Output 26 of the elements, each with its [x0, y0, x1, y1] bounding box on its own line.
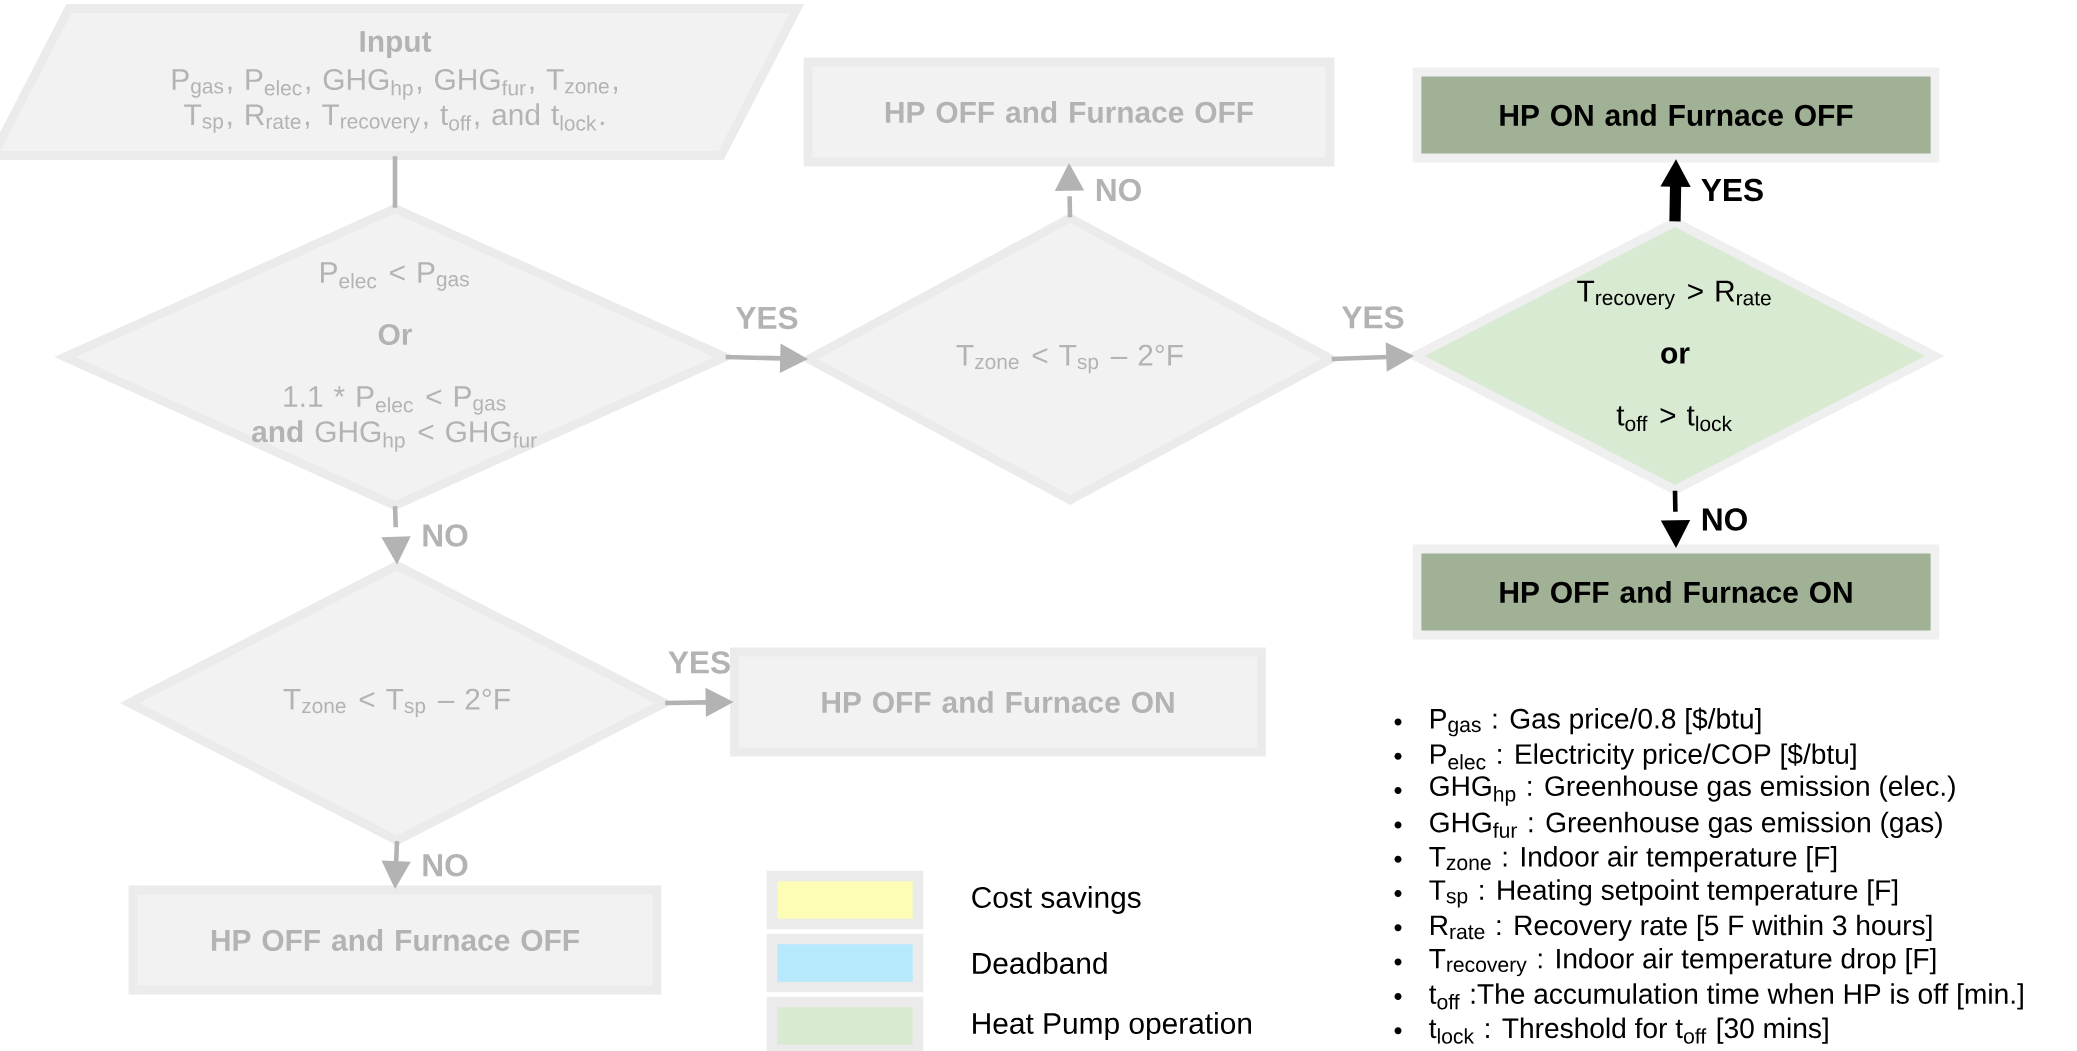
list-item: t$_{off}$ :The accumulation time when HP is off [min.]: [1394, 983, 2023, 1010]
list-item: P$_{elec}$ : Electricity price/COP [$/btu]: [1394, 742, 1856, 770]
list-item: R$_{rate}$ : Recovery rate [5 F within 3 hours]: [1394, 914, 1932, 941]
outcome-box: HP OFF and Furnace ON: [1412, 544, 1940, 640]
outcome-box: HP OFF and Furnace ON: [730, 647, 1266, 757]
list-item: GHG$_{fur}$ : Greenhouse gas emission (gas): [1394, 811, 1942, 838]
edge-label: NO: [1702, 508, 1747, 531]
edge-label: NO: [1096, 178, 1141, 202]
legend-label: Deadband: [973, 952, 1107, 974]
edge-label: YES: [1341, 306, 1404, 329]
edge-label: YES: [1701, 178, 1763, 202]
legend-label: Heat Pump operation: [973, 1012, 1251, 1040]
outcome-box: HP OFF and Furnace OFF: [128, 885, 662, 995]
outcome-box: HP OFF and Furnace OFF: [803, 57, 1335, 167]
edge-label: NO: [423, 854, 468, 877]
edge-label: YES: [735, 306, 798, 330]
list-item: t$_{lock}$ : Threshold for t$_{off}$ [30 mins]: [1394, 1017, 1828, 1044]
list-item: T$_{sp}$ : Heating setpoint temperature [F]: [1394, 879, 1898, 908]
list-item: T$_{zone}$ : Indoor air temperature [F]: [1394, 846, 1837, 873]
legend-label: Cost savings: [972, 886, 1141, 914]
outcome-box: HP ON and Furnace OFF: [1412, 67, 1940, 163]
list-item: T$_{recovery}$ : Indoor air temperature drop [F]: [1394, 947, 1936, 977]
edge-label: YES: [668, 651, 730, 674]
edge-label: NO: [423, 524, 468, 547]
list-item: GHG$_{hp}$ : Greenhouse gas emission (elec.): [1394, 775, 1955, 806]
list-item: P$_{gas}$ : Gas price/0.8 [$/btu]: [1394, 707, 1761, 737]
